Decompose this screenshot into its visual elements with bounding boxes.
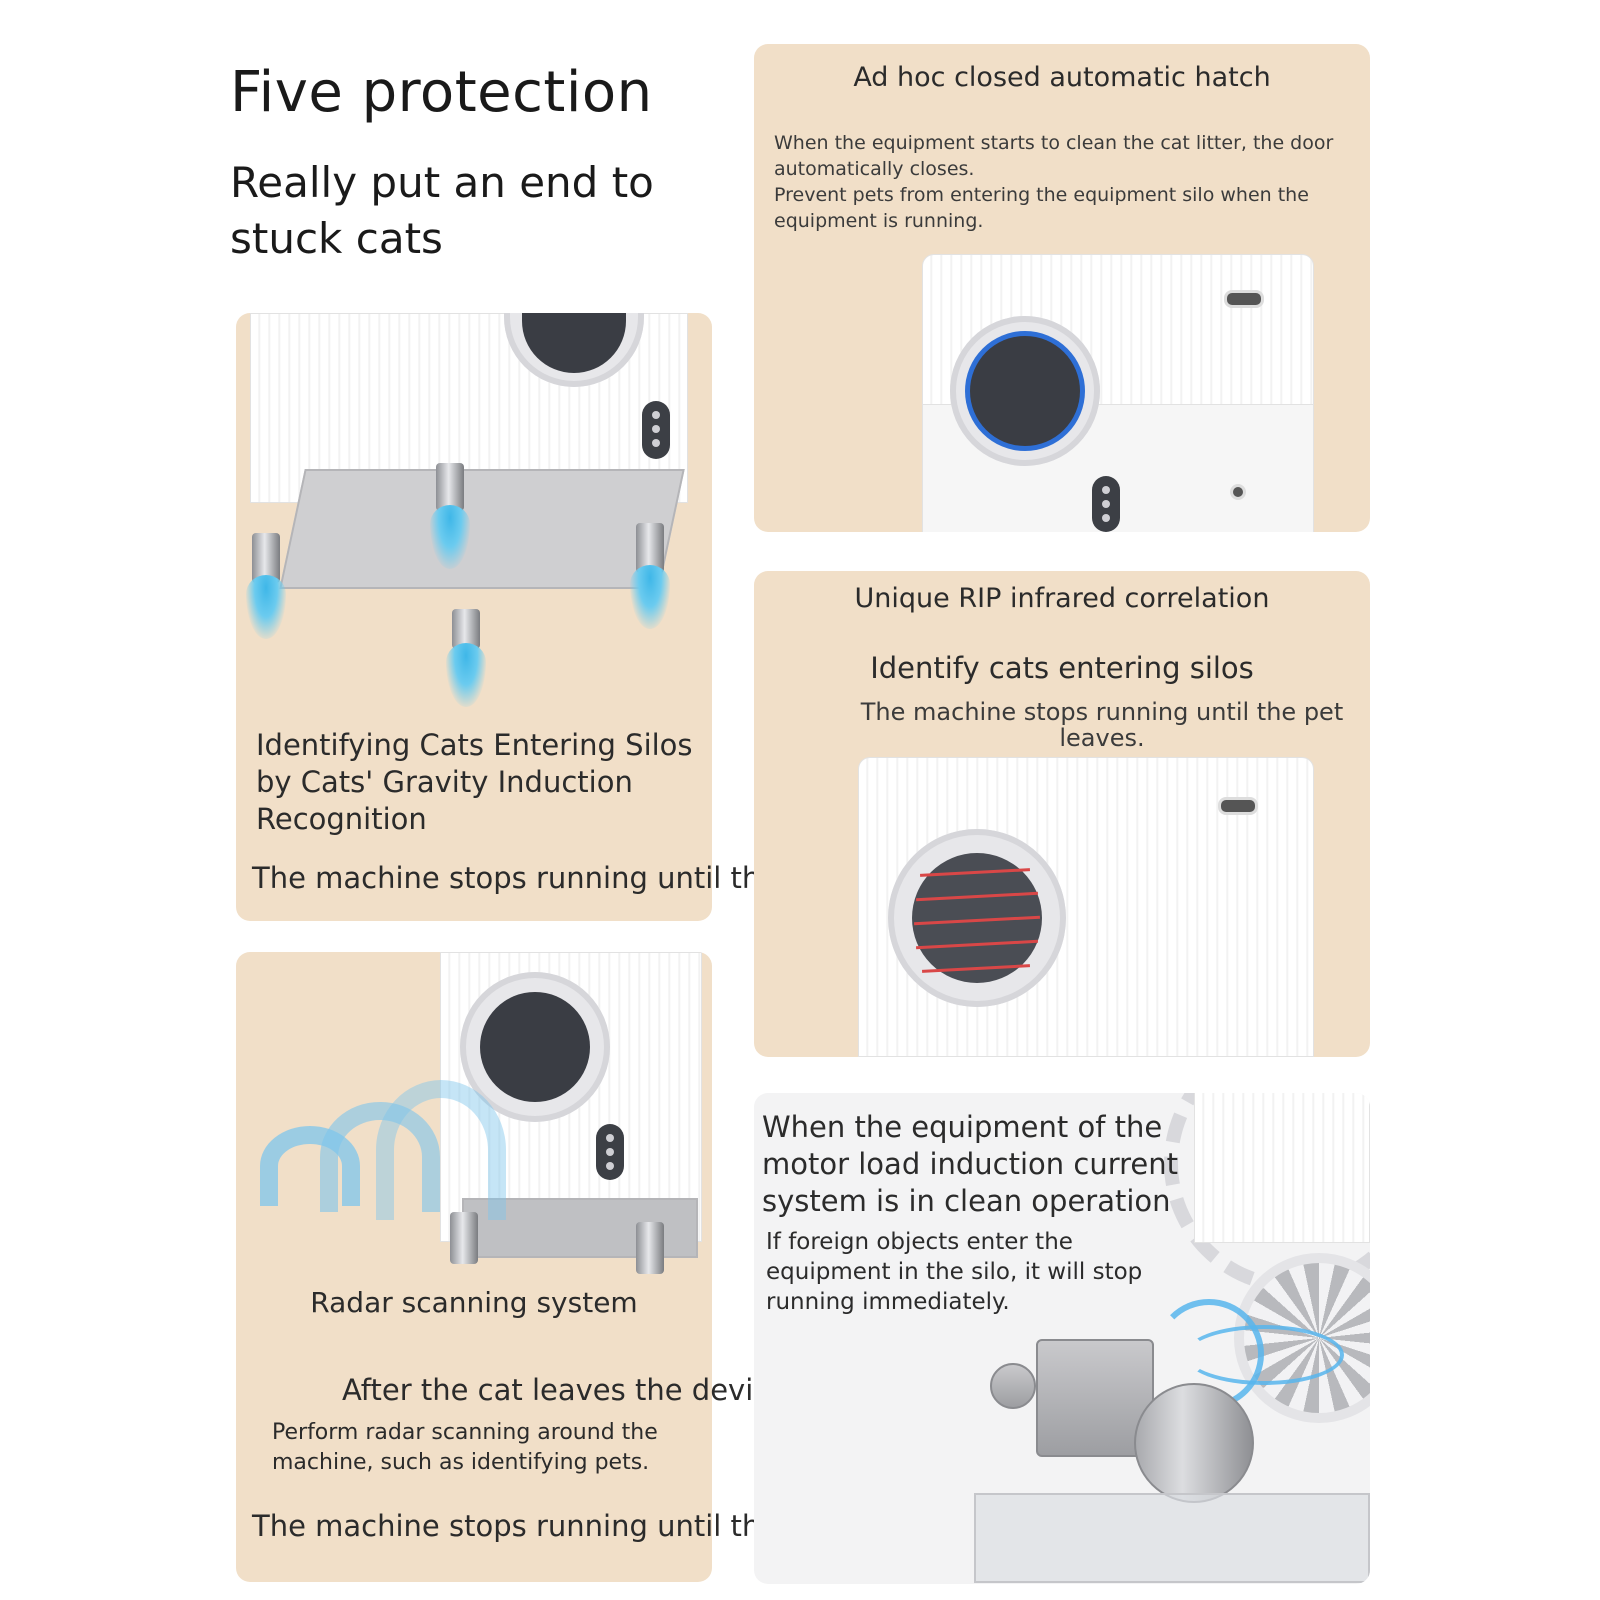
hatch-desc-line: Prevent pets from entering the equipment… xyxy=(774,184,1309,206)
hatch-description: When the equipment starts to clean the c… xyxy=(774,130,1364,234)
base-leg xyxy=(450,1212,478,1264)
motor-title-line: When the equipment of the xyxy=(762,1110,1163,1144)
motor-title-line: motor load induction current xyxy=(762,1147,1178,1181)
radar-description: Perform radar scanning around the machin… xyxy=(272,1418,712,1478)
weight-tray xyxy=(279,469,685,589)
feature-panel-radar: Radar scanning system xyxy=(236,952,712,1582)
motor-shaft xyxy=(990,1363,1036,1409)
gravity-title-line: Recognition xyxy=(256,802,427,836)
motor-title: When the equipment of the motor load ind… xyxy=(762,1109,1182,1220)
radar-wave xyxy=(376,1080,506,1220)
radar-subtitle: After the cat leaves the device, xyxy=(342,1373,797,1407)
base-plate xyxy=(974,1493,1370,1583)
feature-panel-gravity: Identifying Cats Entering Silos by Cats'… xyxy=(236,313,712,921)
page-subtitle-line: Really put an end to xyxy=(230,158,654,207)
handle-slot xyxy=(1224,290,1264,308)
gravity-title-line: by Cats' Gravity Induction xyxy=(256,765,633,799)
control-keypad xyxy=(642,401,670,459)
hatch-title: Ad hoc closed automatic hatch xyxy=(853,62,1271,93)
motor-desc-line: equipment in the silo, it will stop xyxy=(766,1259,1143,1285)
current-swirl xyxy=(1184,1325,1344,1385)
device-housing xyxy=(1194,1093,1370,1243)
sensor-leg xyxy=(436,463,464,511)
hatch-desc-line: automatically closes. xyxy=(774,158,975,180)
gravity-title-line: Identifying Cats Entering Silos xyxy=(256,728,693,762)
motor-title-line: system is in clean operation xyxy=(762,1184,1171,1218)
door-dark xyxy=(480,992,590,1102)
radar-title: Radar scanning system xyxy=(310,1286,638,1319)
page-title: Five protection xyxy=(230,60,653,125)
sensor-glow xyxy=(630,565,670,629)
sensor-leg xyxy=(252,533,280,583)
gravity-title: Identifying Cats Entering Silos by Cats'… xyxy=(256,727,706,838)
motor-desc-line: running immediately. xyxy=(766,1289,1010,1315)
page-subtitle: Really put an end to stuck cats xyxy=(230,155,710,267)
hatch-desc-line: equipment is running. xyxy=(774,210,984,232)
infrared-subtitle: Identify cats entering silos xyxy=(870,651,1254,685)
infrared-title: Unique RIP infrared correlation xyxy=(854,583,1270,614)
sensor-leg xyxy=(452,609,480,649)
infrared-description: The machine stops running until the pet … xyxy=(860,698,1344,752)
page-subtitle-line: stuck cats xyxy=(230,214,443,263)
radar-desc-line: machine, such as identifying pets. xyxy=(272,1450,650,1475)
handle-slot xyxy=(1218,797,1258,815)
sensor-glow xyxy=(446,643,486,707)
radar-desc-line: Perform radar scanning around the xyxy=(272,1420,658,1445)
sensor-dot xyxy=(1230,484,1246,500)
motor-desc-line: If foreign objects enter the xyxy=(766,1229,1073,1255)
motor-cylinder xyxy=(1134,1383,1254,1503)
hatch-desc-line: When the equipment starts to clean the c… xyxy=(774,132,1334,154)
control-keypad xyxy=(1092,476,1120,532)
door-closed-hatch xyxy=(970,336,1080,446)
base-leg xyxy=(636,1222,664,1274)
feature-panel-hatch: Ad hoc closed automatic hatch When the e… xyxy=(754,44,1370,532)
feature-panel-motor: When the equipment of the motor load ind… xyxy=(754,1093,1370,1584)
control-keypad xyxy=(596,1124,624,1180)
motor-description: If foreign objects enter the equipment i… xyxy=(766,1227,1166,1317)
sensor-glow xyxy=(246,575,286,639)
feature-panel-infrared: Unique RIP infrared correlation Identify… xyxy=(754,571,1370,1057)
sensor-leg xyxy=(636,523,664,573)
